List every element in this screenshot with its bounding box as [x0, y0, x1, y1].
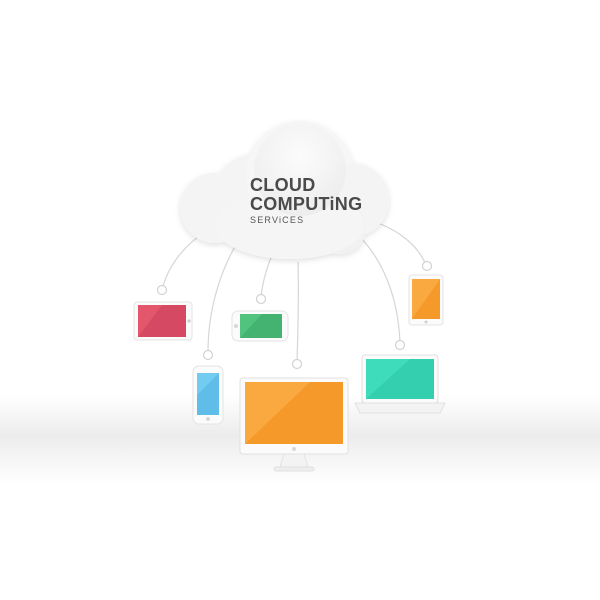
ring-phone-portrait — [202, 349, 214, 361]
connector-monitor — [296, 261, 300, 363]
desktop-monitor-device — [239, 377, 349, 472]
connector-tablet-landscape — [161, 231, 206, 291]
ring-phone-landscape — [255, 293, 267, 305]
ring-monitor — [291, 358, 303, 370]
tablet-landscape-device — [133, 301, 193, 341]
phone-portrait-device — [192, 365, 224, 425]
cloud-icon — [180, 121, 389, 259]
ring-laptop — [394, 339, 406, 351]
cloud-title-line2: COMPUTiNG — [250, 194, 363, 214]
laptop-device — [354, 354, 446, 414]
cloud-title-line1: CLOUD — [250, 175, 316, 195]
connector-phone-portrait — [207, 237, 241, 353]
ring-tablet-portrait — [421, 260, 433, 272]
connector-laptop — [354, 231, 401, 343]
phone-landscape-device — [231, 310, 289, 342]
cloud-subtitle: SERViCES — [250, 215, 305, 225]
connector-phone-landscape — [260, 254, 273, 299]
ring-tablet-landscape — [156, 284, 168, 296]
connector-rings — [156, 260, 433, 370]
cloud-title: CLOUD COMPUTiNG SERViCES — [250, 176, 362, 225]
connector-tablet-portrait — [374, 221, 427, 266]
tablet-portrait-device — [408, 274, 444, 326]
